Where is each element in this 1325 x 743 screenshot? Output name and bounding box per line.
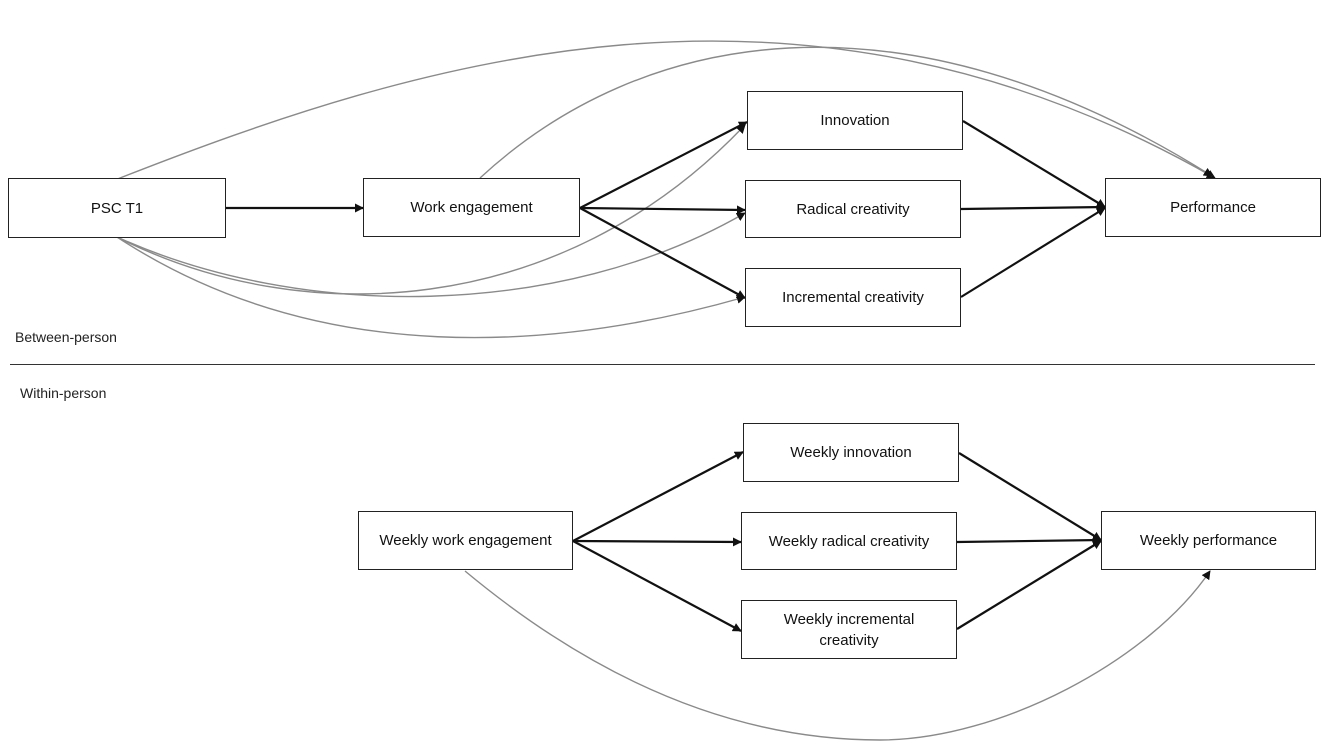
section-label-within-person: Within-person	[20, 385, 107, 401]
node-weekly-innovation: Weekly innovation	[743, 423, 959, 482]
edge-psc-to-incremental-creativity	[116, 236, 746, 339]
edge-work-engagement-to-performance	[479, 46, 1213, 179]
node-performance-label: Performance	[1170, 199, 1256, 216]
node-psc-label: PSC T1	[90, 199, 144, 217]
edge-weekly-work-engagement-to-weekly-innovation	[572, 451, 744, 542]
edge-innovation-to-performance	[962, 120, 1106, 208]
edge-weekly-work-engagement-to-weekly-radical-creativity	[572, 537, 742, 547]
node-innovation-label: Innovation	[820, 112, 890, 129]
node-weekly-radical-creativity-label: Weekly radical creativity	[768, 532, 930, 550]
edge-work-engagement-to-radical-creativity	[579, 205, 746, 215]
node-incremental-creativity: Incremental creativity	[745, 268, 961, 327]
node-innovation: Innovation	[747, 91, 963, 150]
edge-psc-to-performance	[114, 40, 1216, 181]
section-divider	[10, 364, 1315, 365]
edge-weekly-work-engagement-to-weekly-performance	[464, 570, 1211, 741]
edge-weekly-radical-creativity-to-weekly-performance	[956, 535, 1102, 545]
node-radical-creativity: Radical creativity	[745, 180, 961, 238]
node-weekly-incremental-creativity: Weekly incremental creativity	[741, 600, 957, 659]
node-weekly-performance: Weekly performance	[1101, 511, 1316, 570]
node-psc: PSC T1	[8, 178, 226, 238]
edge-weekly-work-engagement-to-weekly-incremental-creativity	[572, 540, 742, 632]
node-performance: Performance	[1105, 178, 1321, 237]
edge-work-engagement-to-innovation	[579, 121, 748, 209]
edge-work-engagement-to-incremental-creativity	[579, 207, 746, 299]
edge-incremental-creativity-to-performance	[960, 207, 1106, 298]
edge-psc-to-innovation	[116, 124, 746, 295]
node-weekly-work-engagement: Weekly work engagement	[358, 511, 573, 570]
node-radical-creativity-label: Radical creativity	[796, 200, 910, 218]
edge-weekly-innovation-to-weekly-performance	[958, 452, 1102, 541]
node-incremental-creativity-label: Incremental creativity	[782, 289, 924, 306]
node-weekly-performance-label: Weekly performance	[1139, 532, 1278, 549]
node-weekly-incremental-creativity-label: Weekly incremental creativity	[783, 610, 915, 649]
node-weekly-innovation-label: Weekly innovation	[790, 444, 912, 461]
node-work-engagement: Work engagement	[363, 178, 580, 237]
section-label-between-person: Between-person	[15, 329, 117, 345]
edge-radical-creativity-to-performance	[960, 202, 1106, 212]
edge-weekly-incremental-creativity-to-weekly-performance	[956, 540, 1102, 630]
node-work-engagement-label: Work engagement	[410, 199, 533, 216]
node-weekly-radical-creativity: Weekly radical creativity	[741, 512, 957, 570]
node-weekly-work-engagement-label: Weekly work engagement	[379, 532, 552, 549]
